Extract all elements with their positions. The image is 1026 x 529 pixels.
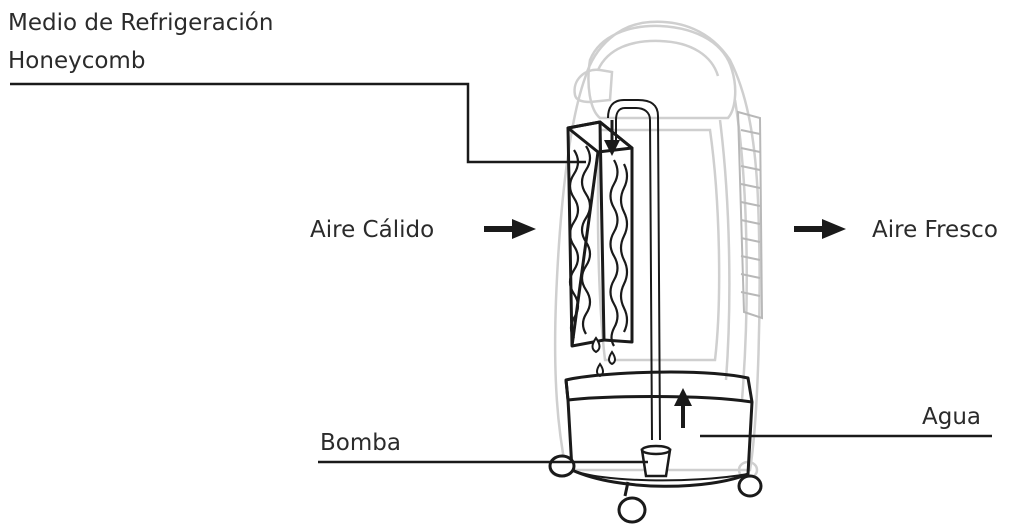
medium-leader-line xyxy=(10,82,586,164)
water-drops xyxy=(591,336,616,378)
warm-air-arrow-icon xyxy=(484,219,536,239)
leader-lines xyxy=(10,82,992,464)
pipe-down-arrow-icon xyxy=(604,120,620,156)
warm-air-label: Aire Cálido xyxy=(310,217,434,243)
fresh-air-label: Aire Fresco xyxy=(872,217,998,243)
water-pipe xyxy=(607,99,661,441)
water-tank xyxy=(564,370,754,488)
pump-label: Bomba xyxy=(320,430,401,456)
medium-label-line2: Honeycomb xyxy=(8,48,145,74)
fresh-air-arrow-icon xyxy=(794,219,846,239)
pump xyxy=(640,444,672,478)
cooler-body xyxy=(548,20,761,480)
honeycomb-medium xyxy=(566,120,634,348)
side-vent-grille xyxy=(736,110,764,320)
water-up-arrow-icon xyxy=(674,388,692,428)
water-label: Agua xyxy=(922,404,981,430)
medium-label-line1: Medio de Refrigeración xyxy=(8,10,273,36)
